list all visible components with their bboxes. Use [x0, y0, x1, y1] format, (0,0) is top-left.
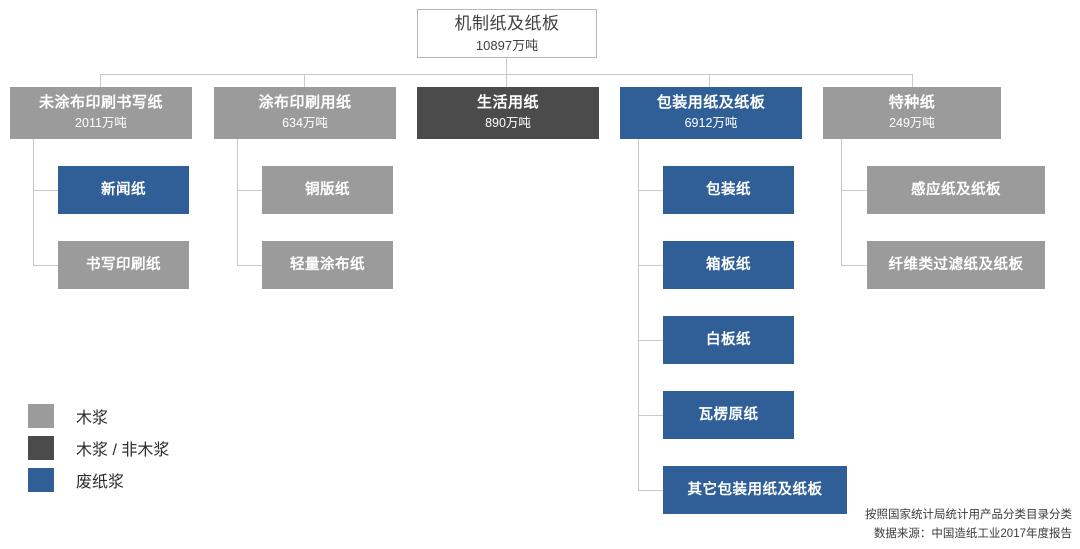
legend-swatch-recycled-pulp — [28, 468, 54, 492]
node-title: 新闻纸 — [101, 181, 146, 198]
connector-branch1-stub-1 — [33, 265, 58, 266]
connector-level2-drop-3 — [709, 74, 710, 87]
footer-line-classification: 按照国家统计局统计用产品分类目录分类 — [865, 509, 1072, 522]
legend-label: 木浆 / 非木浆 — [76, 442, 170, 459]
connector-branch2-stub-1 — [237, 265, 262, 266]
node-household-paper[interactable]: 生活用纸 890万吨 — [417, 87, 599, 139]
connector-branch2-trunk — [237, 139, 238, 266]
connector-branch4-stub-3 — [638, 415, 663, 416]
connector-level2-drop-4 — [912, 74, 913, 87]
connector-branch4-stub-4 — [638, 490, 663, 491]
node-coated-printing-paper[interactable]: 涂布印刷用纸 634万吨 — [214, 87, 396, 139]
node-title: 特种纸 — [888, 94, 936, 112]
connector-branch2-stub-0 — [237, 190, 262, 191]
node-boxboard[interactable]: 箱板纸 — [663, 241, 794, 289]
connector-level2-drop-1 — [304, 74, 305, 87]
node-fiber-filter-paper-and-board[interactable]: 纤维类过滤纸及纸板 — [867, 241, 1045, 289]
node-uncoated-printing-writing-paper[interactable]: 未涂布印刷书写纸 2011万吨 — [10, 87, 192, 139]
node-title: 轻量涂布纸 — [290, 256, 365, 273]
node-root[interactable]: 机制纸及纸板 10897万吨 — [417, 9, 597, 58]
legend-label: 废纸浆 — [76, 474, 125, 491]
node-value: 634万吨 — [282, 116, 328, 131]
node-lightweight-coated-paper[interactable]: 轻量涂布纸 — [262, 241, 393, 289]
node-title: 铜版纸 — [305, 181, 350, 198]
node-coated-art-paper[interactable]: 铜版纸 — [262, 166, 393, 214]
connector-level2-drop-2 — [506, 74, 507, 87]
node-title: 纤维类过滤纸及纸板 — [888, 256, 1024, 273]
node-title: 瓦楞原纸 — [698, 406, 759, 423]
connector-level2-drop-0 — [100, 74, 101, 87]
legend: 木浆 木浆 / 非木浆 废纸浆 — [28, 400, 169, 496]
node-value: 2011万吨 — [75, 116, 127, 131]
node-corrugating-medium[interactable]: 瓦楞原纸 — [663, 391, 794, 439]
node-title: 包装纸 — [706, 181, 751, 198]
node-writing-printing-paper[interactable]: 书写印刷纸 — [58, 241, 189, 289]
node-wrapping-paper[interactable]: 包装纸 — [663, 166, 794, 214]
node-title: 其它包装用纸及纸板 — [687, 481, 823, 498]
node-root-title: 机制纸及纸板 — [454, 14, 560, 34]
node-white-board[interactable]: 白板纸 — [663, 316, 794, 364]
connector-branch5-trunk — [841, 139, 842, 266]
connector-branch4-stub-1 — [638, 265, 663, 266]
connector-branch4-trunk — [638, 139, 639, 491]
legend-swatch-wood-nonwood-pulp — [28, 436, 54, 460]
legend-item-wood-pulp: 木浆 — [28, 400, 169, 432]
legend-swatch-wood-pulp — [28, 404, 54, 428]
connector-branch4-stub-2 — [638, 340, 663, 341]
node-value: 249万吨 — [889, 116, 935, 131]
footer-source-note: 按照国家统计局统计用产品分类目录分类 数据来源：中国造纸工业2017年度报告 — [865, 506, 1072, 543]
legend-item-recycled-pulp: 废纸浆 — [28, 464, 169, 496]
node-packaging-paper-and-board[interactable]: 包装用纸及纸板 6912万吨 — [620, 87, 802, 139]
node-title: 未涂布印刷书写纸 — [38, 94, 163, 112]
node-title: 涂布印刷用纸 — [258, 94, 352, 112]
node-other-packaging-paper-and-board[interactable]: 其它包装用纸及纸板 — [663, 466, 847, 514]
node-title: 白板纸 — [706, 331, 751, 348]
connector-branch4-stub-0 — [638, 190, 663, 191]
connector-branch1-trunk — [33, 139, 34, 266]
node-value: 890万吨 — [485, 116, 531, 131]
connector-branch1-stub-0 — [33, 190, 58, 191]
connector-root-down — [506, 57, 507, 74]
node-title: 感应纸及纸板 — [911, 181, 1001, 198]
connector-branch5-stub-1 — [841, 265, 867, 266]
node-title: 生活用纸 — [476, 94, 539, 112]
node-newsprint[interactable]: 新闻纸 — [58, 166, 189, 214]
legend-item-wood-nonwood-pulp: 木浆 / 非木浆 — [28, 432, 169, 464]
node-title: 箱板纸 — [706, 256, 751, 273]
node-sensing-paper-and-board[interactable]: 感应纸及纸板 — [867, 166, 1045, 214]
node-specialty-paper[interactable]: 特种纸 249万吨 — [823, 87, 1001, 139]
node-root-value: 10897万吨 — [475, 37, 539, 53]
connector-branch5-stub-0 — [841, 190, 867, 191]
node-title: 包装用纸及纸板 — [656, 94, 766, 112]
legend-label: 木浆 — [76, 410, 109, 427]
node-title: 书写印刷纸 — [86, 256, 161, 273]
node-value: 6912万吨 — [684, 116, 738, 131]
footer-line-data-source: 数据来源：中国造纸工业2017年度报告 — [873, 527, 1072, 540]
